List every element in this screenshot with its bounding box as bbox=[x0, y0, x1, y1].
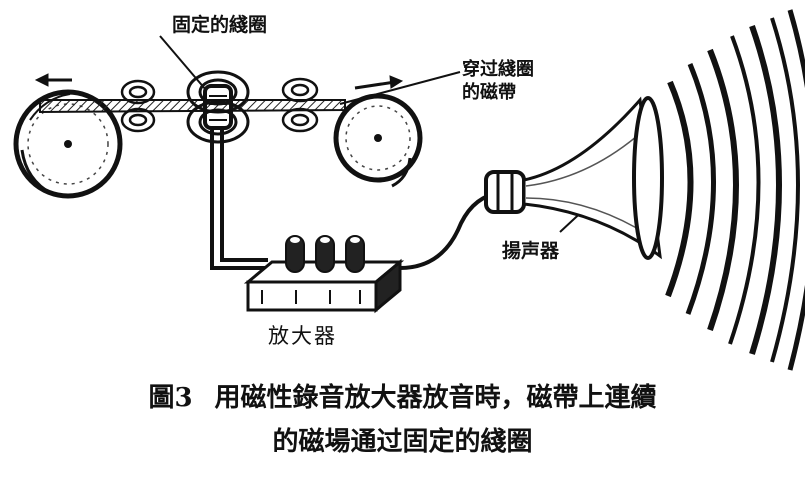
amplifier-label: 放大器 bbox=[268, 324, 337, 348]
caption-text-1: 用磁性錄音放大器放音時，磁帶上連續 bbox=[214, 383, 657, 413]
magnetic-tape bbox=[39, 99, 346, 114]
vacuum-tubes bbox=[285, 235, 365, 273]
caption-line-1: 圖3 用磁性錄音放大器放音時，磁帶上連續 bbox=[0, 376, 805, 420]
tape-label-line-2: 的磁帶 bbox=[462, 82, 516, 103]
speaker-label: 揚声器 bbox=[502, 240, 560, 262]
loudspeaker bbox=[484, 96, 664, 260]
fixed-coil bbox=[186, 70, 250, 144]
tape-direction-arrows bbox=[34, 73, 404, 90]
figure-caption: 圖3 用磁性錄音放大器放音時，磁帶上連續 的磁場通过固定的綫圈 bbox=[0, 376, 805, 464]
coil-wires bbox=[210, 130, 268, 270]
tape-through-coil-label: 穿过綫圈 的磁帶 bbox=[462, 58, 534, 104]
tape-label-line-1: 穿过綫圈 bbox=[462, 59, 534, 80]
tape-leader-line bbox=[339, 71, 461, 105]
right-reel bbox=[333, 93, 423, 188]
sound-waves bbox=[665, 9, 805, 371]
caption-line-2: 的磁場通过固定的綫圈 bbox=[272, 427, 533, 457]
left-reel bbox=[13, 89, 123, 199]
tape-magnetic-fields bbox=[120, 77, 319, 133]
coil-leader-line bbox=[159, 35, 207, 91]
figure-number: 圖3 bbox=[148, 383, 193, 413]
speaker-wire bbox=[399, 192, 495, 270]
fixed-coil-label: 固定的綫圈 bbox=[172, 14, 268, 36]
